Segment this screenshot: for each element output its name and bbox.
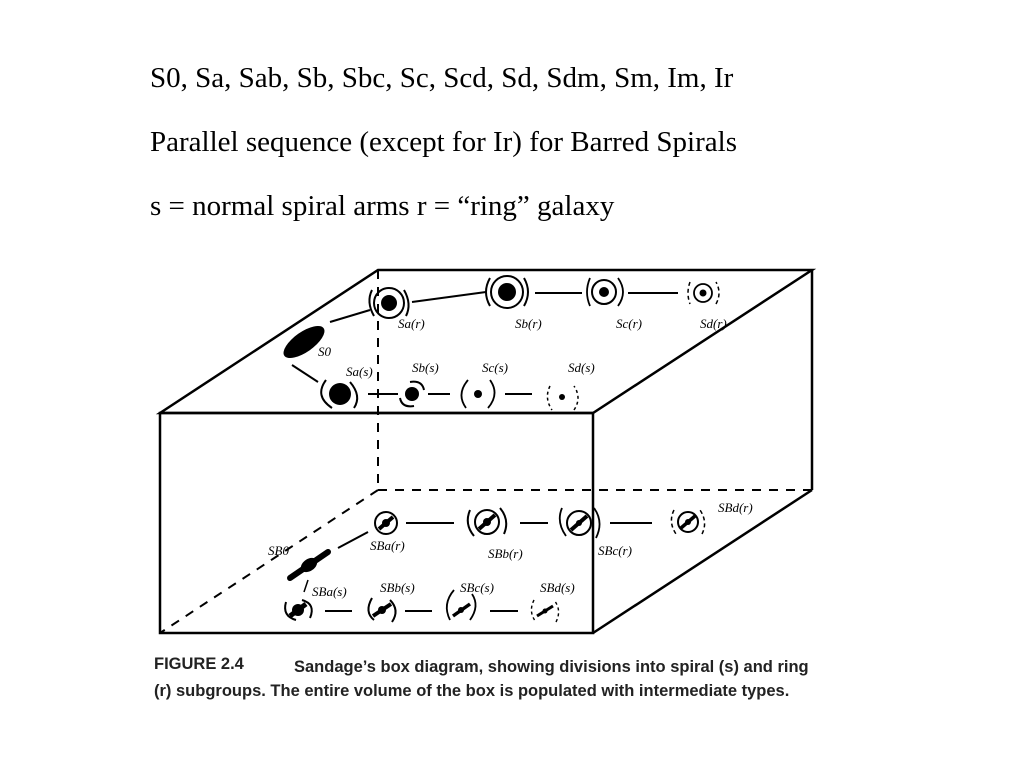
label-sba-s: SBa(s) bbox=[312, 584, 347, 599]
galaxy-sbb-s bbox=[367, 597, 397, 623]
figure-number: FIGURE 2.4 bbox=[154, 655, 244, 673]
box-bottom-right-edge bbox=[592, 488, 813, 635]
label-sbd-s: SBd(s) bbox=[540, 580, 575, 595]
sequence-line: S0, Sa, Sab, Sb, Sbc, Sc, Scd, Sd, Sdm, … bbox=[150, 62, 734, 94]
galaxy-sc-s bbox=[460, 379, 496, 409]
sba-s-leader bbox=[303, 579, 309, 593]
galaxy-sb-r bbox=[485, 275, 529, 309]
galaxy-sd-r bbox=[687, 281, 720, 305]
parallel-sequence-line: Parallel sequence (except for Ir) for Ba… bbox=[150, 126, 737, 158]
label-sbb-r: SBb(r) bbox=[488, 546, 523, 561]
label-sbc-r: SBc(r) bbox=[598, 543, 632, 558]
legend-line: s = normal spiral arms r = “ring” galaxy bbox=[150, 190, 615, 222]
galaxy-sba-r bbox=[374, 511, 398, 535]
label-sa-r: Sa(r) bbox=[398, 316, 425, 331]
label-sc-s: Sc(s) bbox=[482, 360, 508, 375]
label-sbd-r: SBd(r) bbox=[718, 500, 753, 515]
galaxy-sa-r bbox=[368, 287, 410, 319]
label-sbc-s: SBc(s) bbox=[460, 580, 494, 595]
label-sc-r: Sc(r) bbox=[616, 316, 642, 331]
galaxy-sc-r bbox=[586, 277, 624, 307]
galaxy-s0 bbox=[283, 325, 325, 359]
box-hidden-edges bbox=[159, 270, 812, 634]
label-sd-r: Sd(r) bbox=[700, 316, 727, 331]
label-sb-r: Sb(r) bbox=[515, 316, 542, 331]
label-sa-s: Sa(s) bbox=[346, 364, 373, 379]
label-sd-s: Sd(s) bbox=[568, 360, 595, 375]
galaxy-sba-s bbox=[284, 599, 313, 621]
galaxy-sbb-r bbox=[466, 507, 508, 537]
galaxy-sbc-s bbox=[445, 589, 477, 621]
bottom-connectors bbox=[325, 522, 652, 612]
galaxy-sd-s bbox=[546, 385, 579, 411]
label-sb-s: Sb(s) bbox=[412, 360, 439, 375]
top-connectors bbox=[291, 291, 678, 395]
figure-caption: Sandage’s box diagram, showing divisions… bbox=[154, 658, 809, 700]
galaxy-sbd-s bbox=[530, 599, 560, 623]
galaxy-sbd-r bbox=[670, 509, 706, 535]
galaxy-sb0 bbox=[287, 549, 331, 581]
label-sba-r: SBa(r) bbox=[370, 538, 405, 553]
galaxy-sbc-r bbox=[558, 507, 601, 539]
label-s0: S0 bbox=[318, 344, 332, 359]
label-sb0: SB0 bbox=[268, 543, 289, 558]
label-sbb-s: SBb(s) bbox=[380, 580, 415, 595]
galaxy-sa-s bbox=[320, 379, 359, 409]
box-outline bbox=[155, 268, 817, 635]
galaxy-sb-s bbox=[399, 380, 425, 408]
